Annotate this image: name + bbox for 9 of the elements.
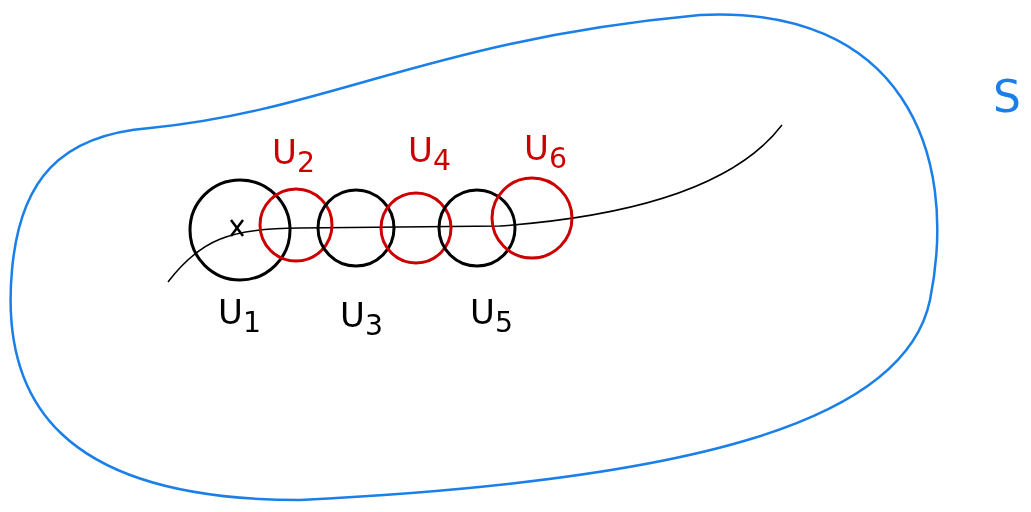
set-label: U$_{5}$ xyxy=(470,292,513,341)
open-set xyxy=(188,178,292,334)
region-label: S xyxy=(993,72,1021,122)
set-label: U$_{3}$ xyxy=(340,295,383,344)
set-label: U$_{2}$ xyxy=(272,132,315,181)
open-set xyxy=(316,188,396,337)
set-label: U$_{6}$ xyxy=(524,128,567,177)
set-label: U$_{1}$ xyxy=(218,292,261,341)
set-label: U$_{4}$ xyxy=(408,130,451,179)
